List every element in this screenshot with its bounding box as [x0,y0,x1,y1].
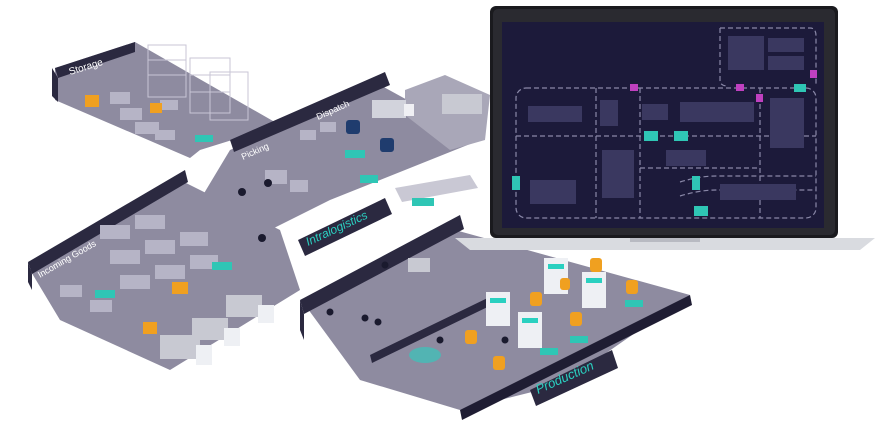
map-blocks [528,36,804,204]
incoming-wall-left [28,262,32,290]
agv-icon [150,103,162,113]
worker-icon [326,261,509,344]
production-partition [370,292,502,363]
truck-icon [372,100,414,118]
storage-wall-back [55,42,135,78]
worker-icon [258,234,266,242]
truck-icon [442,94,482,114]
production-wall-left [300,300,304,340]
agv-icon [756,94,763,102]
rack-icon [147,44,249,121]
agv-icon [85,95,99,107]
agv-icon [540,348,558,355]
picking-wall [230,72,390,152]
production-zone: Production [300,215,692,420]
incoming-wall [28,170,188,274]
robot-arm-icon [346,120,394,152]
agv-icon [212,262,232,270]
hologram-pad [409,347,441,363]
picking-dispatch-zone: Picking Dispatch [200,72,490,230]
truck-icon [192,318,240,346]
agv-icon [143,322,157,334]
agv-icon [625,300,643,307]
agv-icon [810,70,817,78]
agv-icon [644,131,658,141]
agv-icon [95,290,115,298]
worker-icon [264,179,272,187]
storage-zone: Storage [52,42,280,158]
truck-icon [226,295,274,323]
agv-icon [630,84,638,91]
picking-floor [200,85,480,230]
agv-icon [692,176,700,190]
agv-icon [512,176,520,190]
agv-icon [360,175,378,183]
robot-arm-icon [465,258,638,370]
agv-icon [694,206,708,216]
storage-wall-left [52,68,58,102]
agv-icon [412,198,434,206]
agv-icon [195,135,213,142]
agv-icon [794,84,806,92]
agv-icon [674,131,688,141]
laptop-base [455,238,875,250]
incoming-goods-zone: Incoming Goods [28,170,300,370]
machine-station [486,258,606,348]
conveyor-bridge [395,175,478,202]
agv-icon [345,150,365,158]
agv-markers [512,70,817,216]
worker-icon [238,188,246,196]
agv-icon [172,282,188,294]
agv-icon [570,336,588,343]
production-wall-front [460,295,692,420]
agv-icon [736,84,744,91]
laptop-icon [455,6,875,250]
